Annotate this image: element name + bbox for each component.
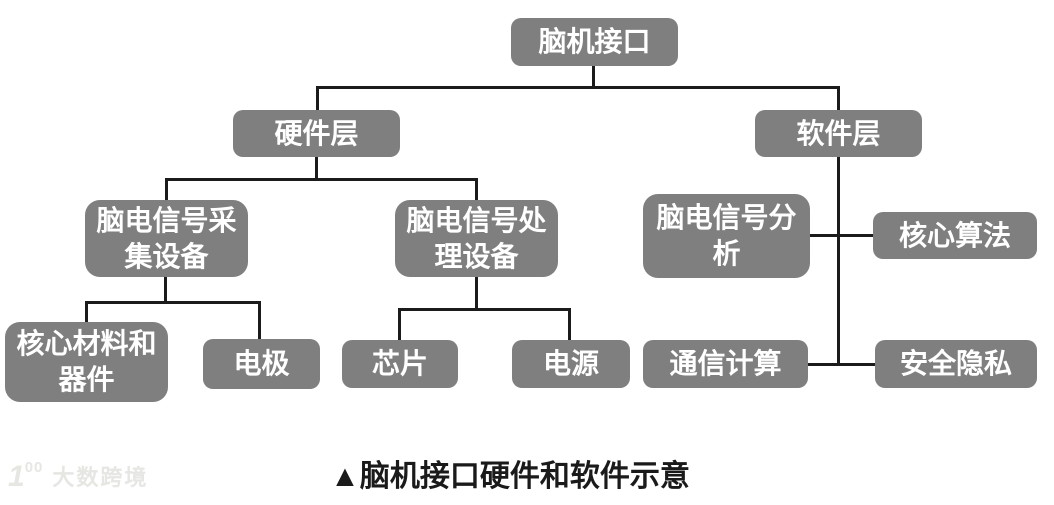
connector-hardware-horizontal xyxy=(165,178,478,181)
node-brain-computer-interface: 脑机接口 xyxy=(511,18,678,66)
connector-root-drop xyxy=(592,66,595,88)
connector-processing-drop xyxy=(475,276,478,310)
node-signal-analysis: 脑电信号分析 xyxy=(643,194,810,278)
connector-software-stub xyxy=(837,86,840,112)
connector-materials-stub xyxy=(85,301,88,324)
node-signal-processing-equipment: 脑电信号处理设备 xyxy=(395,200,558,277)
watermark-logo-digit: 1 xyxy=(8,460,25,493)
diagram-caption: ▲脑机接口硬件和软件示意 xyxy=(330,460,690,493)
connector-acquisition-drop xyxy=(164,276,167,303)
node-core-algorithm: 核心算法 xyxy=(873,212,1037,259)
watermark-logo-zeros: 00 xyxy=(24,459,44,476)
node-electrode: 电极 xyxy=(203,339,320,389)
connector-processing-horizontal xyxy=(398,308,571,311)
connector-comm-security xyxy=(808,363,876,366)
node-signal-acquisition-equipment: 脑电信号采集设备 xyxy=(85,200,248,277)
watermark-logo-icon: 1 00 xyxy=(8,459,44,493)
connector-hardware-stub xyxy=(316,86,319,112)
connector-level1-horizontal xyxy=(316,86,840,89)
watermark-brand-text: 大数跨境 xyxy=(52,465,149,490)
node-security-privacy: 安全隐私 xyxy=(875,340,1037,388)
node-software-layer: 软件层 xyxy=(755,110,922,157)
connector-acquisition-stub xyxy=(165,178,168,202)
connector-hardware-drop xyxy=(315,157,318,180)
connector-analysis-corealg xyxy=(810,234,874,237)
watermark: 1 00 大数跨境 xyxy=(8,459,149,493)
connector-acquisition-horizontal xyxy=(85,301,261,304)
node-communication-computing: 通信计算 xyxy=(643,340,808,388)
node-power-supply: 电源 xyxy=(512,340,630,388)
node-hardware-layer: 硬件层 xyxy=(233,110,400,157)
connector-electrode-stub xyxy=(258,301,261,341)
node-core-materials-devices: 核心材料和器件 xyxy=(5,322,168,402)
connector-software-trunk xyxy=(837,157,840,366)
node-chip: 芯片 xyxy=(342,340,458,388)
connector-processing-stub xyxy=(475,178,478,202)
connector-power-stub xyxy=(568,308,571,342)
connector-chip-stub xyxy=(398,308,401,342)
